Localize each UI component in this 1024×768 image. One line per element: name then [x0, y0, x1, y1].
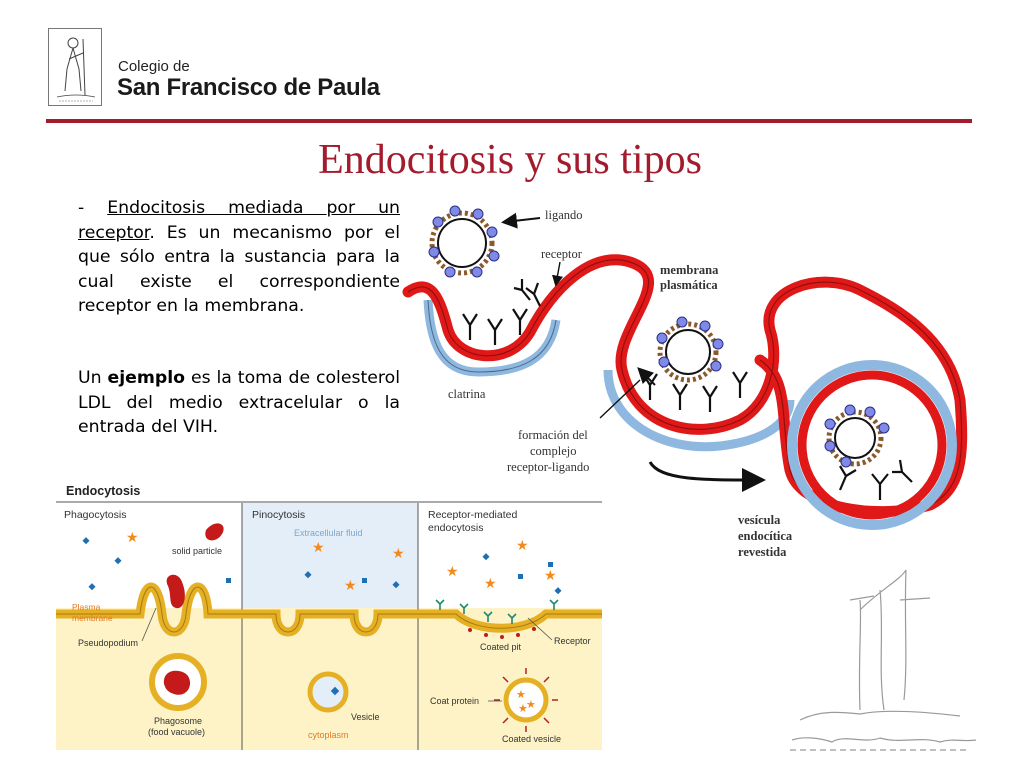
label-coated-vesicle: Coated vesicle: [502, 734, 561, 744]
paragraph-example: Un ejemplo es la toma de colesterol LDL …: [78, 366, 400, 440]
endocytosis-types-figure: Endocytosis Phagocytosis Pinocytosis Rec…: [56, 478, 602, 750]
label-vesicula-3: revestida: [738, 545, 787, 559]
clathrin-coat-forming: [603, 369, 795, 452]
solid-particle-icon: [205, 523, 224, 541]
term-receptor-mediated: Endocitosis mediada por un receptor: [78, 198, 401, 243]
label-phagosome-2: (food vacuole): [148, 727, 205, 737]
svg-text:★: ★: [544, 567, 557, 583]
example-text: es la toma de colesterol LDL del medio e…: [78, 368, 400, 437]
label-vesicula-1: vesícula: [738, 513, 781, 527]
pino-vesicle: [307, 671, 349, 713]
label-formacion-3: receptor-ligando: [507, 460, 589, 474]
arrow-binding-icon: [637, 367, 656, 386]
coated-vesicle: [503, 677, 549, 723]
panel-title-rme-1: Receptor-mediated: [428, 509, 517, 521]
label-extracellular-fluid: Extracellular fluid: [294, 528, 363, 538]
arrow-internalization-icon: [648, 461, 766, 492]
label-vesicle: Vesicle: [351, 712, 380, 722]
ligand-stars: ★ ★ ★ ★ ★ ★ ★ ★: [126, 529, 557, 593]
paragraph-definition: - Endocitosis mediada por un receptor. E…: [78, 196, 400, 319]
pointer-formation: [599, 379, 641, 419]
label-pseudopodium: Pseudopodium: [78, 638, 138, 648]
coated-vesicle-spikes: [494, 668, 558, 732]
coated-vesicle-coat: [787, 360, 957, 530]
label-ligando: ligando: [545, 208, 583, 222]
pino-extracellular: [242, 503, 418, 608]
label-membrana: membrana: [660, 263, 719, 277]
label-cytoplasm: cytoplasm: [308, 730, 349, 740]
svg-text:★: ★: [312, 539, 325, 555]
label-clatrina: clatrina: [448, 387, 486, 401]
figure-heading: Endocytosis: [66, 484, 140, 498]
panel-title-phagocytosis: Phagocytosis: [64, 509, 126, 521]
svg-text:★: ★: [516, 689, 526, 701]
label-coated-pit: Coated pit: [480, 642, 522, 652]
header-divider: [46, 119, 972, 123]
figure-header: [56, 478, 602, 502]
membrane-receptors: [435, 599, 559, 624]
signature-watermark: [790, 569, 977, 751]
arrow-receptor-icon: [551, 261, 564, 287]
panel-title-rme-2: endocytosis: [428, 522, 483, 534]
ldl-particle-vesicle: [824, 404, 890, 468]
bilayer-membrane-line: [56, 586, 602, 633]
pointer-receptor: [527, 617, 553, 641]
panel-title-pinocytosis: Pinocytosis: [252, 509, 305, 521]
label-receptor: receptor: [541, 247, 583, 261]
svg-text:★: ★: [518, 703, 528, 715]
svg-text:★: ★: [446, 563, 459, 579]
label-formacion-2: complejo: [530, 444, 577, 458]
school-name-line2: San Francisco de Paula: [117, 74, 380, 101]
slide-title: Endocitosis y sus tipos: [318, 137, 702, 183]
coat-proteins: [468, 627, 536, 639]
definition-text: . Es un mecanismo por el que sólo entra …: [78, 222, 400, 317]
label-phagosome-1: Phagosome: [154, 716, 202, 726]
label-solid-particle: solid particle: [172, 546, 222, 556]
label-plasma-membrane-1: Plasma: [72, 602, 101, 612]
saint-figure-logo-icon: [56, 37, 96, 102]
engulfed-particle-icon: [166, 574, 185, 609]
svg-text:★: ★: [484, 575, 497, 591]
ldl-particle-free: [428, 205, 500, 278]
svg-text:★: ★: [392, 545, 405, 561]
label-vesicula-2: endocítica: [738, 529, 793, 543]
ldl-particle-binding: [656, 316, 724, 383]
phagosome-particle-icon: [163, 670, 191, 695]
clathrin-coat-outline: [427, 299, 557, 373]
svg-text:★: ★: [526, 699, 536, 711]
label-plasma-membrane-2: membrane: [72, 613, 113, 623]
svg-text:★: ★: [344, 577, 357, 593]
label-formacion-1: formación del: [518, 428, 588, 442]
label-coat-protein: Coat protein: [430, 696, 479, 706]
coated-vesicle-membrane: [797, 370, 947, 520]
dash: -: [78, 198, 108, 218]
vesicle-solute-icon: [330, 686, 340, 696]
svg-text:★: ★: [516, 537, 529, 553]
label-receptor: Receptor: [554, 636, 591, 646]
arrow-ligand-icon: [501, 212, 541, 229]
school-name-line1: Colegio de: [118, 58, 190, 75]
example-start: Un: [78, 368, 108, 388]
rme-extracellular: [418, 503, 602, 608]
svg-text:★: ★: [126, 529, 139, 545]
label-plasmatica: plasmática: [660, 278, 718, 292]
vesicle-stars: ★★★: [516, 689, 536, 715]
example-keyword: ejemplo: [107, 368, 186, 388]
school-logo: [48, 28, 102, 106]
pointer-pseudopodium: [141, 607, 157, 642]
